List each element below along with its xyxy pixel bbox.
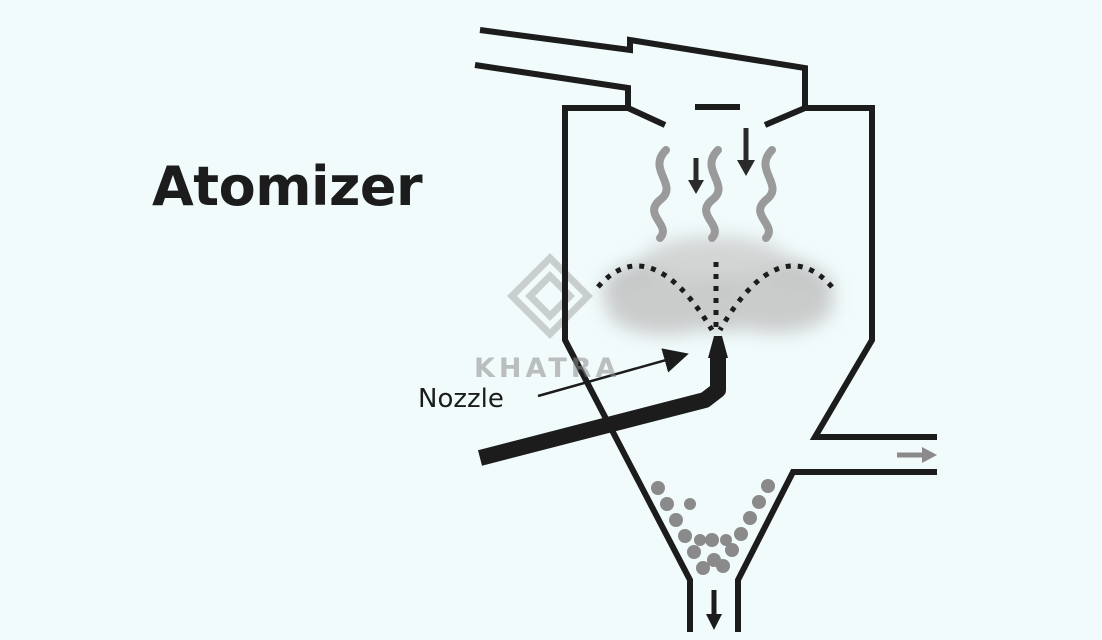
nozzle-tip-icon [708, 336, 728, 358]
diagram-title: Atomizer [152, 155, 423, 218]
down-arrow-icon [688, 158, 704, 194]
down-arrow-icon [706, 590, 722, 630]
watermark-text: KHATRA [474, 353, 621, 384]
gas-wave-3 [756, 146, 777, 242]
spray-pattern [596, 262, 834, 332]
right-arrow-icon [897, 447, 937, 463]
inlet-duct-bottom [474, 62, 631, 108]
distributor-right [763, 105, 807, 128]
distributor-left [626, 105, 667, 128]
spray-cloud [603, 236, 833, 335]
gas-wave-1 [650, 146, 671, 242]
down-arrow-icon [737, 128, 755, 176]
spray-right [717, 263, 834, 332]
hot-gas-waves [650, 146, 777, 242]
chamber-right-wall [805, 105, 937, 440]
nozzle-pipe [478, 336, 728, 466]
gas-flow-arrows [688, 128, 755, 194]
spray-left [596, 263, 715, 332]
nozzle-label: Nozzle [418, 384, 504, 414]
gas-wave-2 [702, 146, 723, 242]
chamber-cone-right [735, 469, 937, 632]
chamber-outline [474, 27, 937, 632]
inlet-duct-top [479, 27, 808, 108]
chamber-left-wall [562, 105, 693, 632]
nozzle-pointer-arrow [537, 348, 689, 398]
dried-particles [651, 479, 775, 575]
watermark-logo-icon [507, 253, 593, 339]
